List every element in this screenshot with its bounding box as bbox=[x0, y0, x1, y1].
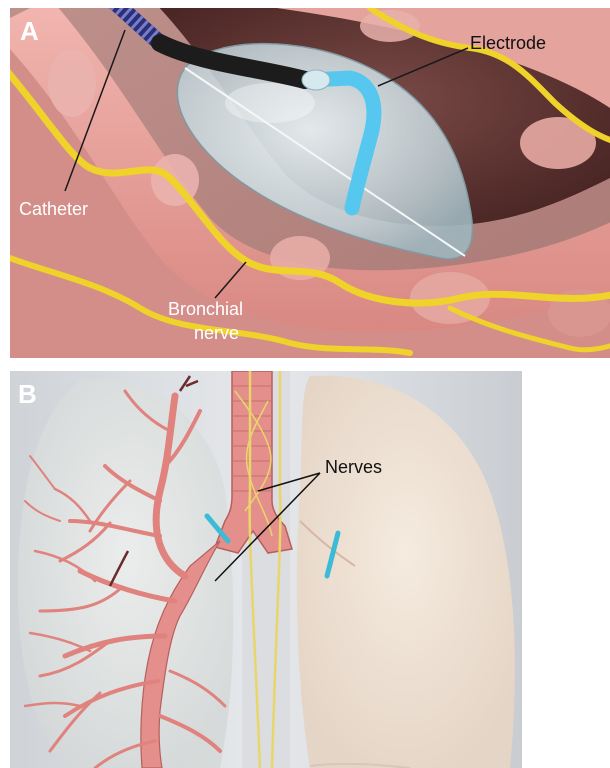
bronchial-nerve-label-line2: nerve bbox=[194, 323, 239, 343]
panel-a-letter: A bbox=[20, 16, 39, 46]
panel-b-letter: B bbox=[18, 379, 37, 409]
panel-b-lungs-illustration: B Nerves bbox=[10, 371, 522, 768]
nerves-label: Nerves bbox=[325, 457, 382, 477]
panel-a-ablation-illustration: A Electrode Catheter Bronchial nerve bbox=[10, 8, 610, 358]
cartilage-ring bbox=[48, 49, 96, 117]
cartilage-ring bbox=[360, 10, 420, 42]
catheter-label: Catheter bbox=[19, 199, 88, 219]
electrode-label: Electrode bbox=[470, 33, 546, 53]
airway-cross-section-illustration: A Electrode Catheter Bronchial nerve bbox=[10, 8, 610, 358]
lungs-bronchial-tree-illustration: B Nerves bbox=[10, 371, 522, 768]
bronchial-nerve-label-line1: Bronchial bbox=[168, 299, 243, 319]
